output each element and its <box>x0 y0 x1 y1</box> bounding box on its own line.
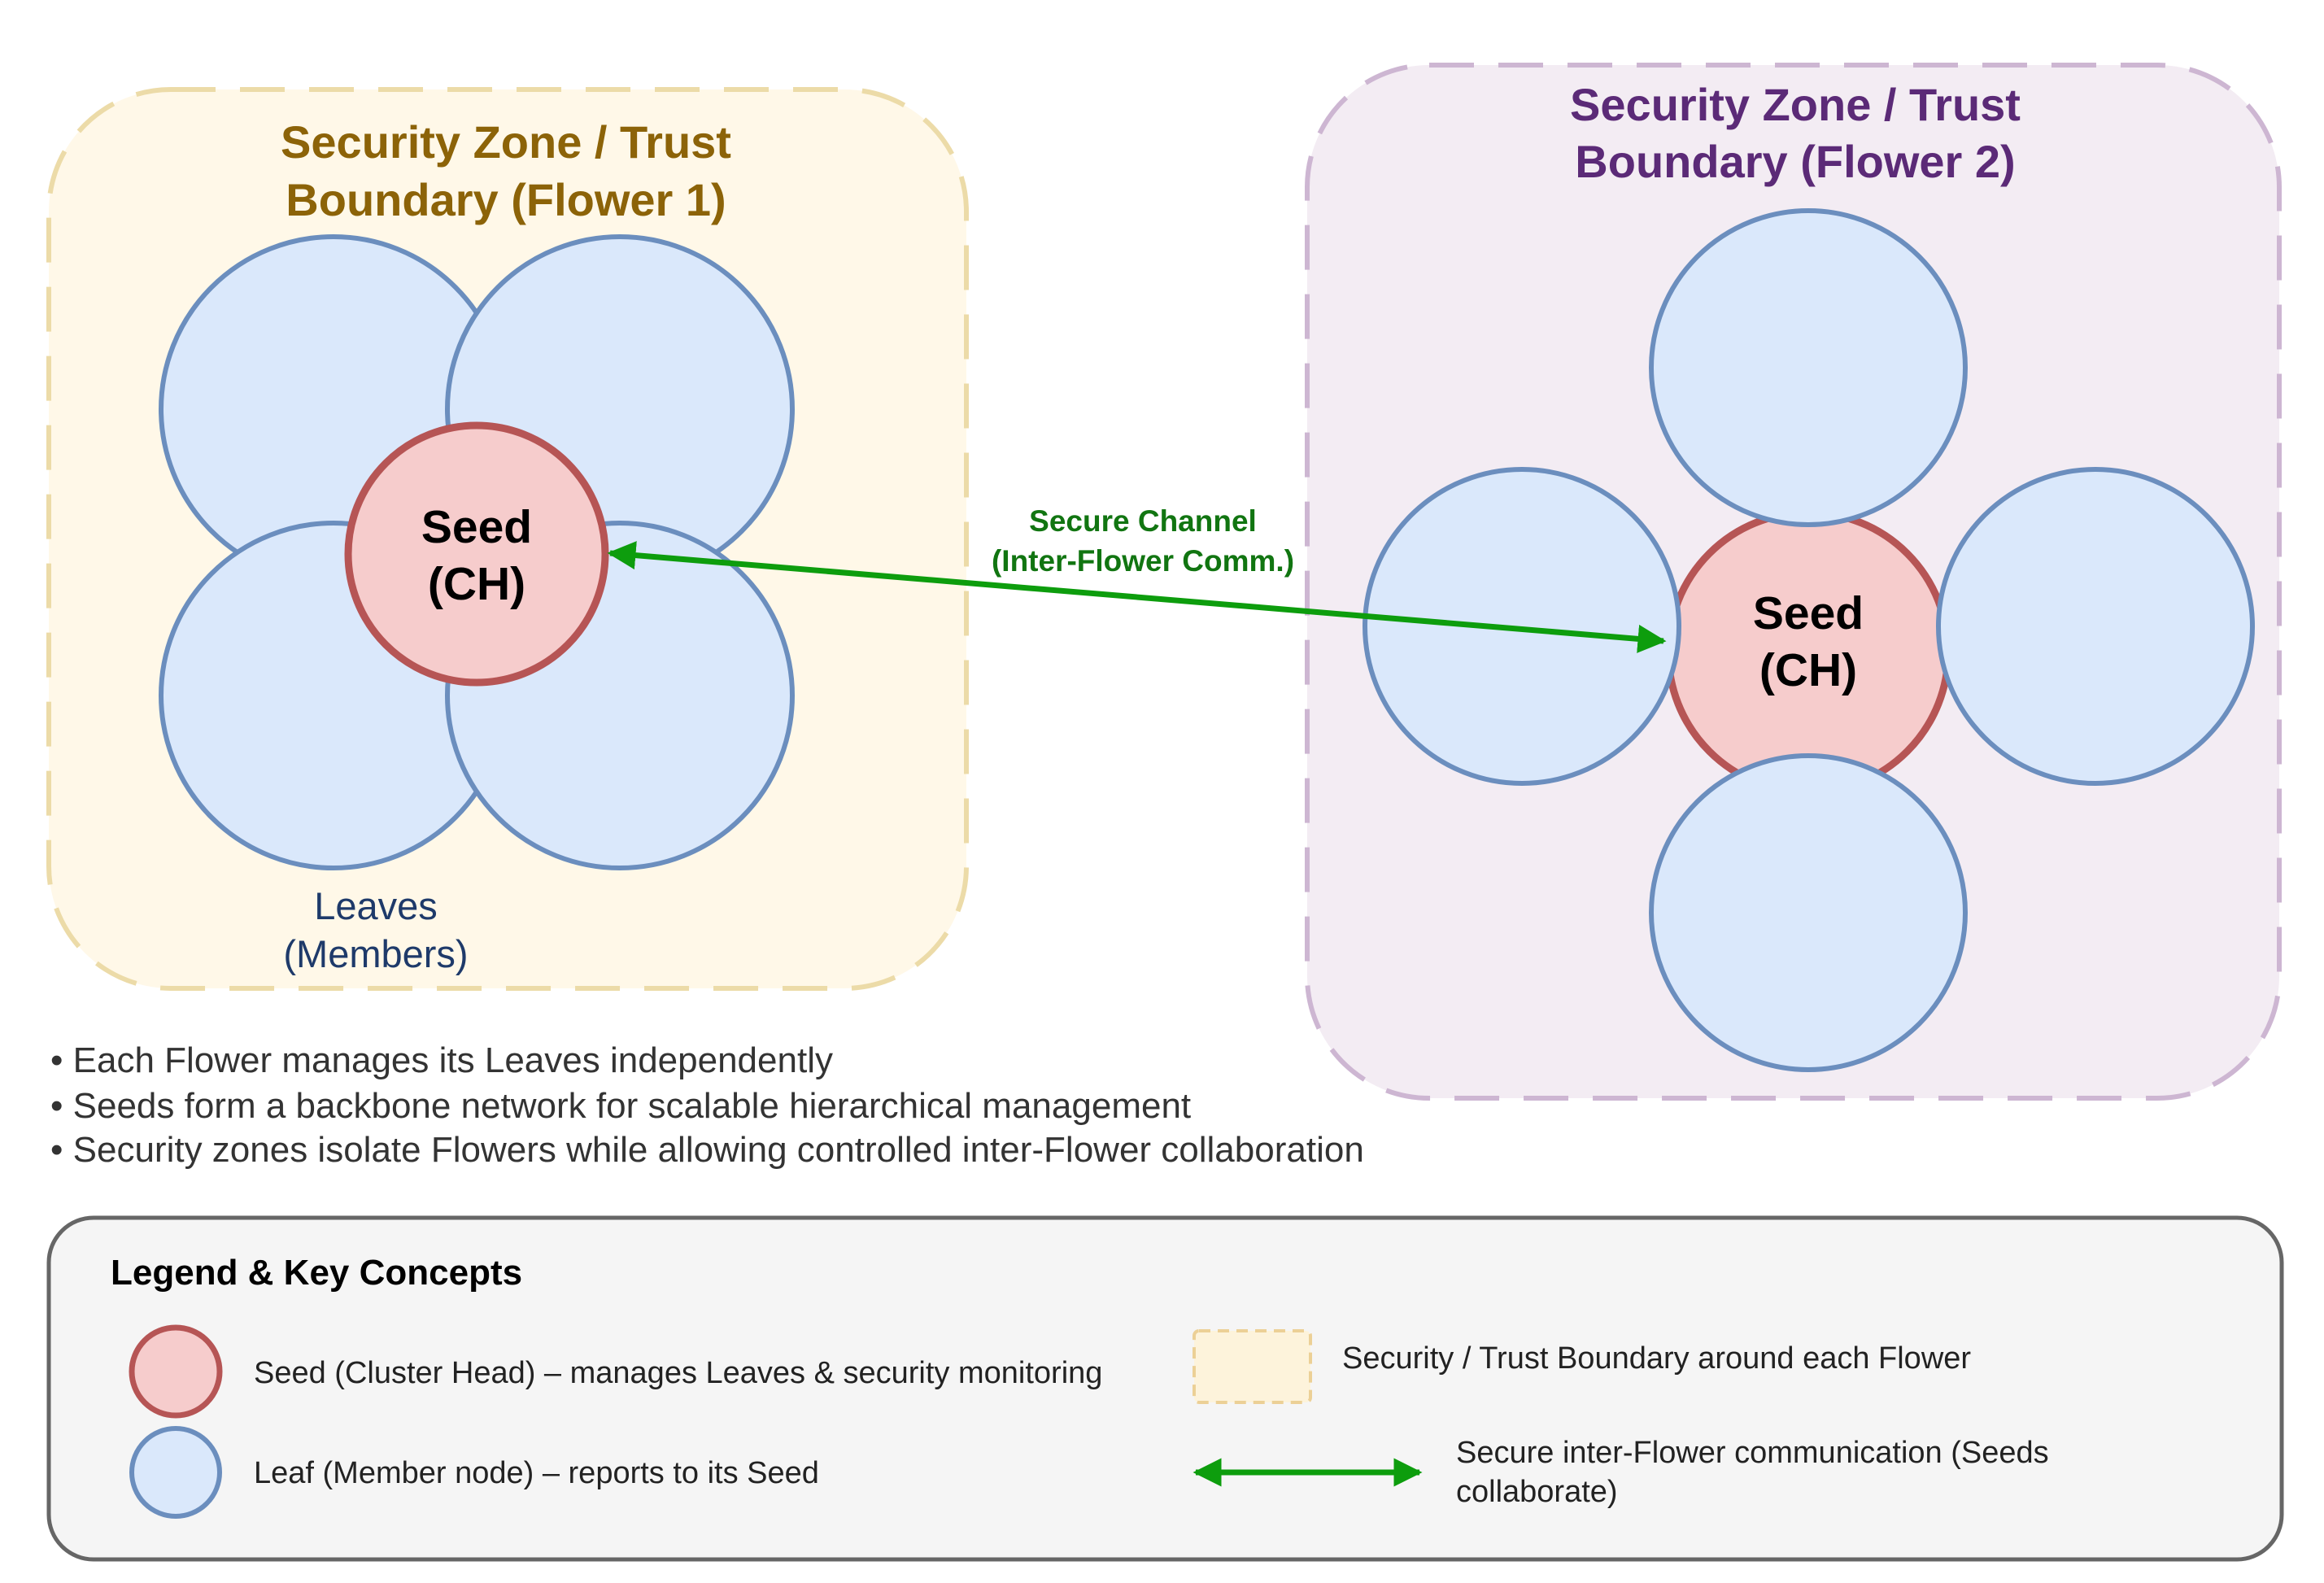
legend-comm-text-line1: Secure inter-Flower communication (Seeds <box>1456 1436 2049 1470</box>
legend-leaf-swatch <box>129 1426 222 1519</box>
flower1-zone: Security Zone / Trust Boundary (Flower 1… <box>46 87 969 991</box>
flower2-seed-label-line2: (CH) <box>1759 644 1857 696</box>
notes: • Each Flower manages its Leaves indepen… <box>50 1040 1364 1170</box>
flower1-seed-label-line2: (CH) <box>428 558 525 610</box>
secure-channel: Secure Channel (Inter-Flower Comm.) <box>607 504 1667 653</box>
flower2-leaf-top <box>1649 208 1968 527</box>
legend-boundary-text: Security / Trust Boundary around each Fl… <box>1342 1341 1971 1376</box>
secure-channel-arrow <box>607 541 1667 653</box>
legend: Legend & Key Concepts Seed (Cluster Head… <box>46 1215 2284 1562</box>
flower2-title-line1: Security Zone / Trust <box>1570 79 2021 130</box>
flower2-title-line2: Boundary (Flower 2) <box>1575 136 2015 187</box>
secure-channel-label-line1: Secure Channel <box>1029 504 1257 538</box>
legend-boundary-swatch <box>1193 1329 1312 1404</box>
flower1-title-line2: Boundary (Flower 1) <box>286 174 726 225</box>
legend-leaf-text: Leaf (Member node) – reports to its Seed <box>254 1456 819 1490</box>
flower1-leaves-label-line2: (Members) <box>283 932 468 975</box>
flower2-leaf-bottom <box>1649 753 1968 1072</box>
flower1-seed-label-line1: Seed <box>421 501 532 553</box>
secure-channel-label-line2: (Inter-Flower Comm.) <box>992 544 1294 578</box>
flower1-title-line1: Security Zone / Trust <box>281 116 731 168</box>
flower2-zone: Security Zone / Trust Boundary (Flower 2… <box>1305 63 2282 1101</box>
legend-seed-text: Seed (Cluster Head) – manages Leaves & s… <box>254 1356 1102 1390</box>
legend-comm-text-line2: collaborate) <box>1456 1475 1618 1509</box>
flower1-seed <box>344 421 609 687</box>
flower2-seed-label-line1: Seed <box>1753 587 1864 639</box>
legend-title: Legend & Key Concepts <box>111 1253 522 1293</box>
flower1-leaves-label-line1: Leaves <box>314 884 438 927</box>
note-item: • Seeds form a backbone network for scal… <box>50 1086 1191 1126</box>
note-item: • Each Flower manages its Leaves indepen… <box>50 1040 833 1080</box>
legend-box <box>46 1215 2284 1562</box>
flower2-leaf-right <box>1936 467 2255 786</box>
note-item: • Security zones isolate Flowers while a… <box>50 1130 1364 1170</box>
legend-seed-swatch <box>129 1324 223 1419</box>
